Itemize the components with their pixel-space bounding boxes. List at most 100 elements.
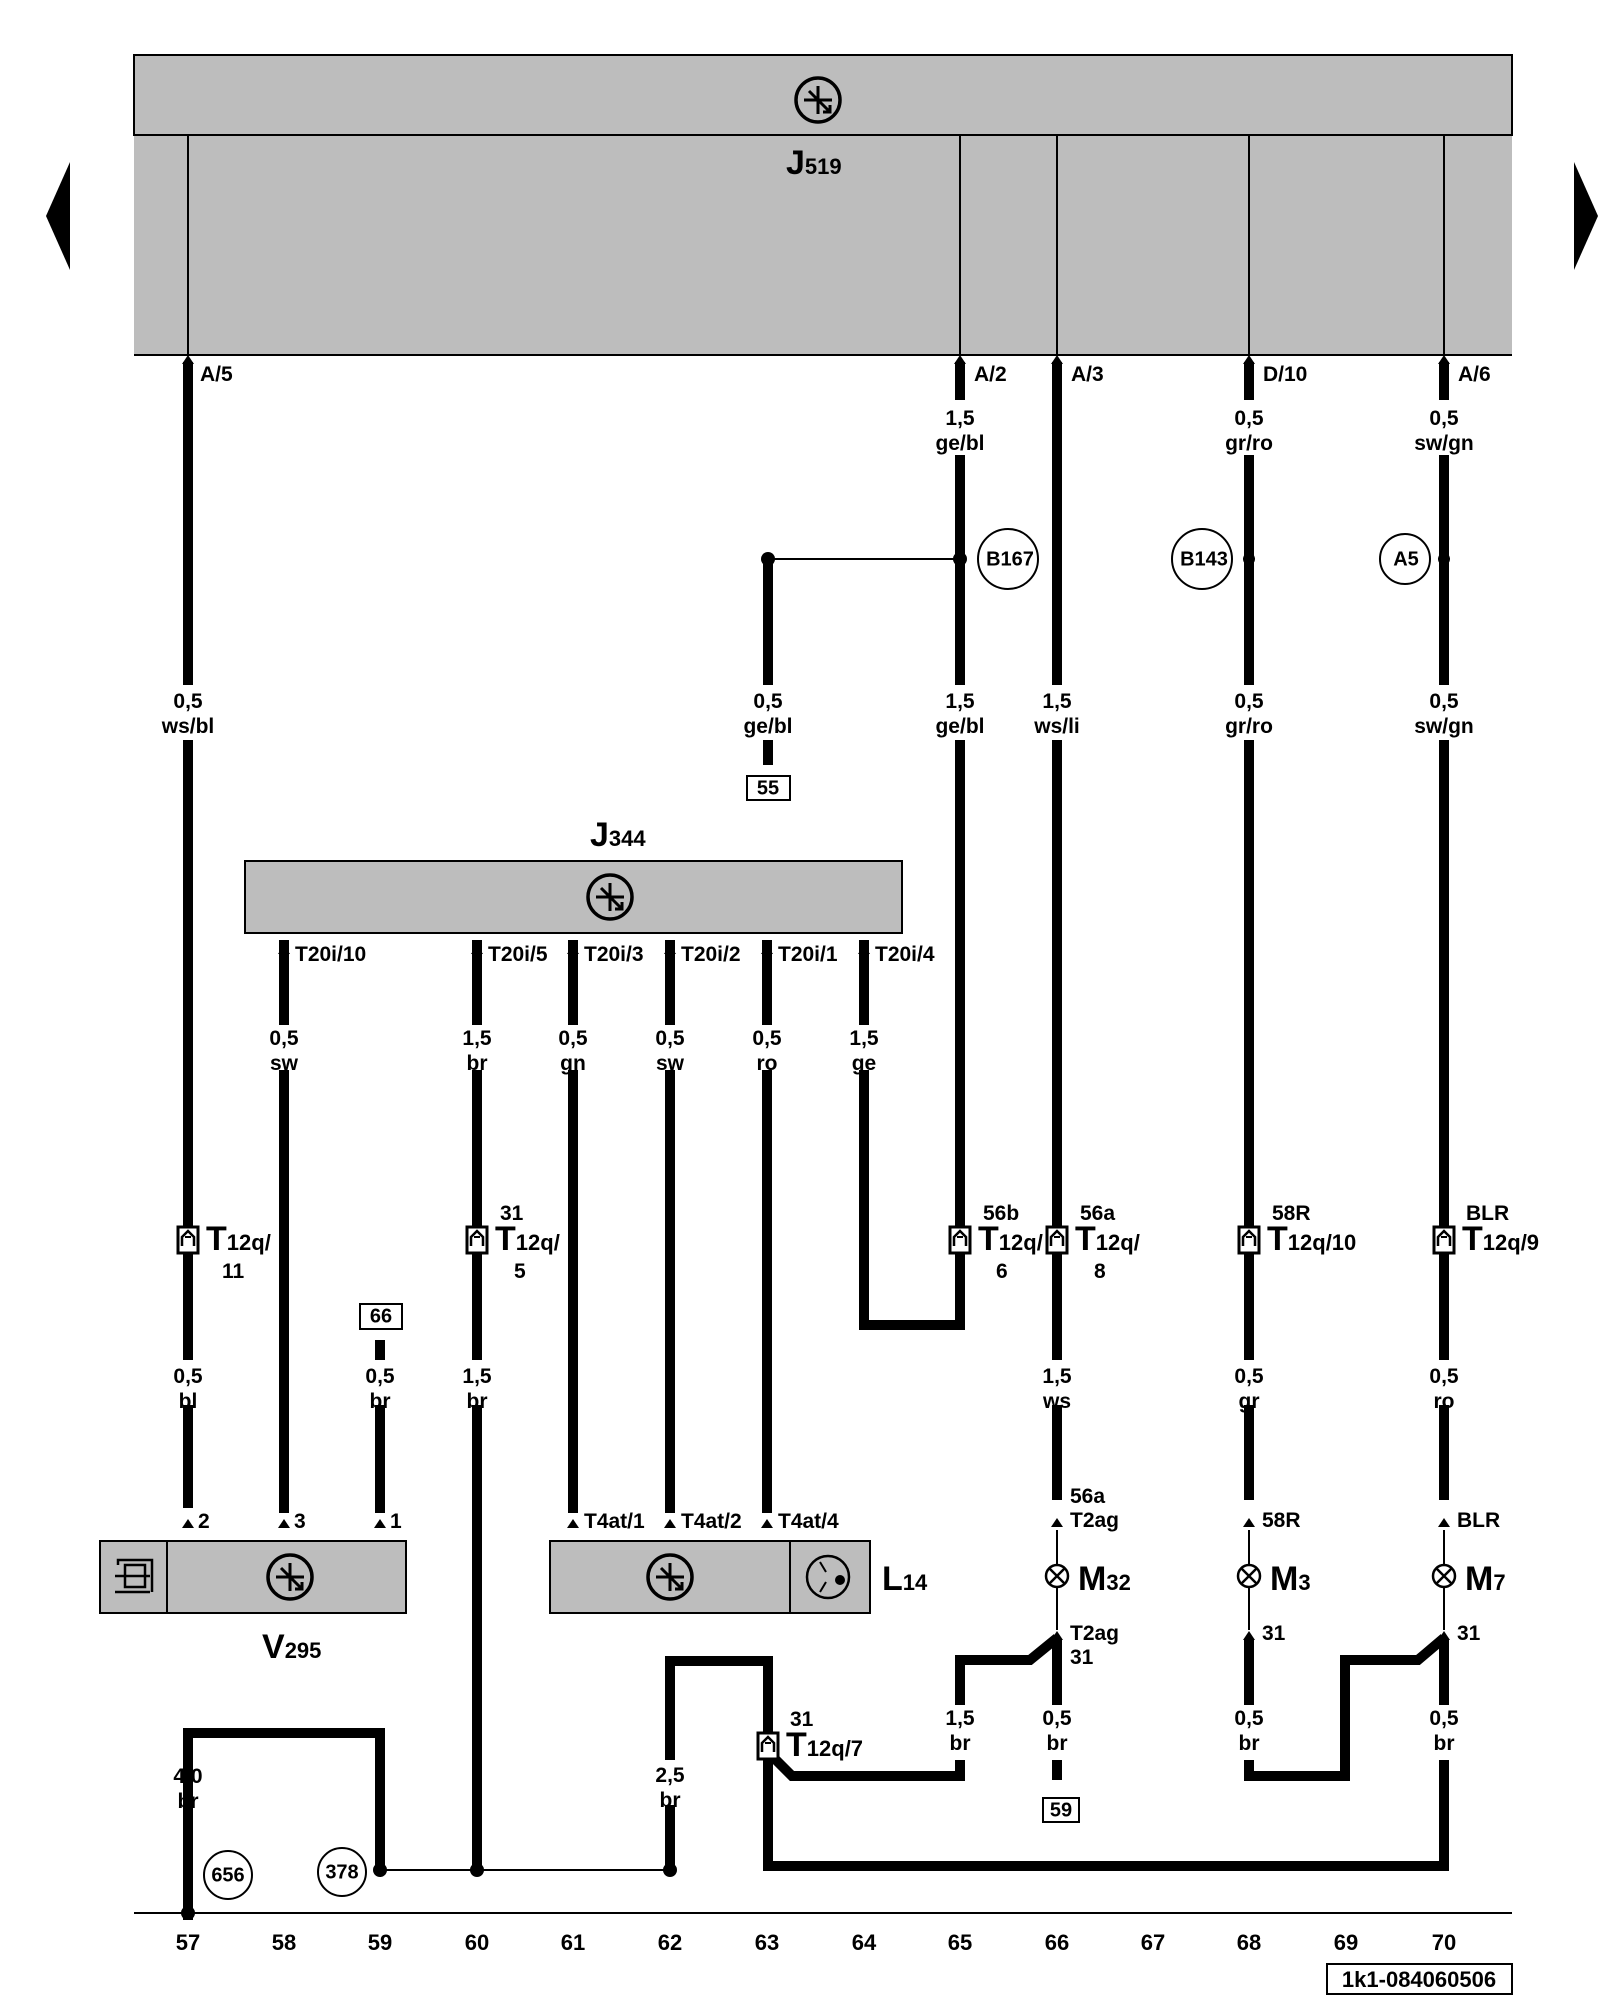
svg-text:gr/ro: gr/ro [1225,432,1273,455]
prev-page-icon[interactable] [46,162,70,270]
svg-text:56a: 56a [1070,1485,1105,1508]
svg-text:11: 11 [222,1260,245,1283]
svg-text:31: 31 [790,1708,814,1731]
svg-text:1,5: 1,5 [945,407,975,430]
ground-378: 378 [317,1847,367,1897]
svg-text:M7: M7 [1465,1560,1506,1598]
svg-text:br: br [1239,1732,1260,1755]
svg-text:br: br [950,1732,971,1755]
ref-66[interactable]: 66 [359,1303,403,1330]
svg-text:0,5: 0,5 [1429,1707,1459,1730]
ref-59[interactable]: 59 [1042,1797,1080,1823]
svg-text:L14: L14 [882,1560,928,1598]
svg-text:J519: J519 [786,144,842,182]
svg-text:1,5: 1,5 [462,1365,492,1388]
svg-text:T20i/1: T20i/1 [778,943,838,966]
svg-text:0,5: 0,5 [365,1365,395,1388]
svg-text:T12q/9: T12q/9 [1462,1220,1539,1258]
svg-text:58: 58 [272,1930,296,1955]
svg-text:0,5: 0,5 [1234,1365,1264,1388]
svg-text:B143: B143 [1180,548,1228,570]
svg-text:0,5: 0,5 [655,1027,685,1050]
svg-text:T12q/7: T12q/7 [786,1726,863,1764]
v295-pins: 2 3 1 [182,1510,402,1533]
lamp-m32: 56a T2ag M32 T2ag 31 [1044,1485,1131,1669]
svg-text:T12q/: T12q/ [978,1220,1043,1258]
svg-text:ro: ro [1434,1390,1455,1413]
svg-text:3: 3 [294,1510,306,1533]
svg-text:378: 378 [325,1861,358,1883]
heater-icon [115,1558,154,1594]
svg-text:0,5: 0,5 [1234,1707,1264,1730]
j344-pins: T20i/10 T20i/5 T20i/3 T20i/2 T20i/1 T20i… [278,943,935,966]
svg-text:ge/bl: ge/bl [743,715,792,738]
svg-text:1,5: 1,5 [1042,690,1072,713]
svg-text:58R: 58R [1262,1509,1301,1532]
svg-text:56a: 56a [1080,1202,1115,1225]
svg-text:M32: M32 [1078,1560,1131,1598]
svg-text:55: 55 [757,777,779,799]
wires [183,362,1449,1920]
document-id: 1k1-084060506 [1326,1963,1513,1995]
svg-text:gr/ro: gr/ro [1225,715,1273,738]
svg-text:1,5: 1,5 [462,1027,492,1050]
svg-text:T20i/3: T20i/3 [584,943,644,966]
svg-text:BLR: BLR [1457,1509,1500,1532]
svg-text:T20i/4: T20i/4 [875,943,935,966]
svg-text:ro: ro [757,1052,778,1075]
j519-pins: A/5 A/2 A/3 D/10 A/6 [182,355,1491,386]
svg-text:56b: 56b [983,1202,1019,1225]
component-l14: L14 [549,1540,928,1614]
svg-text:62: 62 [658,1930,682,1955]
svg-text:B167: B167 [986,548,1034,570]
svg-text:66: 66 [1045,1930,1069,1955]
svg-text:br: br [467,1052,488,1075]
svg-text:31: 31 [1262,1622,1286,1645]
svg-text:ws/li: ws/li [1033,715,1080,738]
svg-text:1,5: 1,5 [1042,1365,1072,1388]
svg-text:ws/bl: ws/bl [161,715,215,738]
svg-text:br: br [1047,1732,1068,1755]
connector-t12q-8: 56a T12q/ 8 [1045,1202,1140,1283]
svg-text:1k1-084060506: 1k1-084060506 [1342,1967,1496,1992]
next-page-icon[interactable] [1574,162,1598,270]
svg-text:5: 5 [514,1260,526,1283]
svg-text:0,5: 0,5 [753,690,783,713]
module-j344: J344 [244,816,903,934]
svg-text:59: 59 [1050,1799,1072,1821]
svg-text:J344: J344 [590,816,646,854]
svg-text:gn: gn [560,1052,586,1075]
svg-text:1,5: 1,5 [849,1027,879,1050]
svg-text:0,5: 0,5 [173,690,203,713]
splice-b143: B143 [1171,528,1233,590]
svg-text:61: 61 [561,1930,585,1955]
svg-text:68: 68 [1237,1930,1261,1955]
pin-a5: A/5 [200,363,233,386]
svg-text:0,5: 0,5 [1429,690,1459,713]
ref-55[interactable]: 55 [746,775,791,801]
svg-text:T4at/2: T4at/2 [681,1510,742,1533]
svg-text:M3: M3 [1270,1560,1311,1598]
svg-text:67: 67 [1141,1930,1165,1955]
pin-a2: A/2 [974,363,1007,386]
lamp-m7: BLR M7 31 [1431,1509,1506,1645]
connector-t12q-10: 58R T12q/10 [1237,1202,1356,1258]
svg-text:0,5: 0,5 [269,1027,299,1050]
svg-text:T4at/4: T4at/4 [778,1510,839,1533]
svg-text:T4at/1: T4at/1 [584,1510,645,1533]
svg-text:31: 31 [1457,1622,1481,1645]
svg-text:57: 57 [176,1930,200,1955]
wire-labels: 1,5ge/bl 0,5gr/ro 0,5sw/gn 0,5ws/bl 0,5g… [161,407,1474,1813]
svg-text:66: 66 [370,1305,392,1327]
svg-text:58R: 58R [1272,1202,1311,1225]
j519-sub: 519 [805,154,842,179]
svg-text:63: 63 [755,1930,779,1955]
svg-text:br: br [370,1390,391,1413]
svg-text:31: 31 [500,1202,524,1225]
svg-text:T12q/10: T12q/10 [1267,1220,1356,1258]
svg-text:T12q/: T12q/ [206,1220,271,1258]
splice-b167: B167 [977,528,1039,590]
svg-text:T2ag: T2ag [1070,1509,1119,1532]
column-numbers: 57 58 59 60 61 62 63 64 65 66 67 68 69 7… [176,1930,1456,1955]
